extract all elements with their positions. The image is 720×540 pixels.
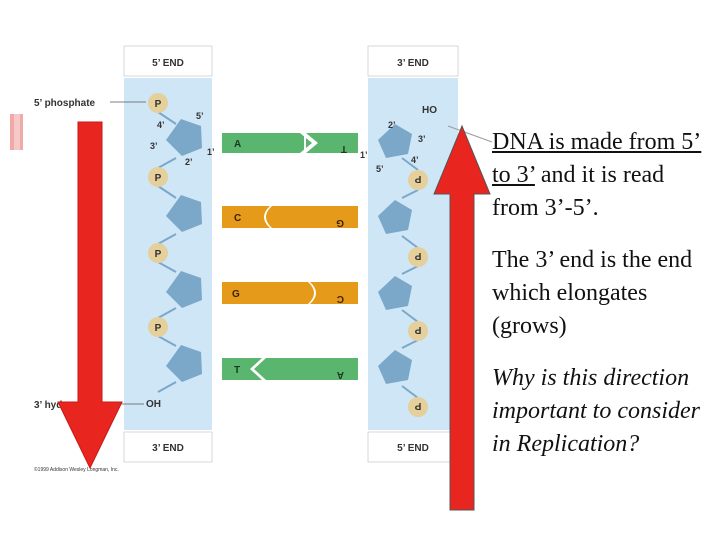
base-pair-1-right-letter: T: [341, 143, 347, 154]
right-backbone: P P P P 2’ 3’ 1’ 4’ 5’: [360, 120, 428, 417]
left-sugar-1: [166, 119, 202, 156]
reading-direction-paragraph: DNA is made from 5’ to 3’ and it is read…: [492, 126, 716, 225]
base-pair-1: A T: [222, 132, 358, 154]
left-phosphate-3-letter: P: [155, 249, 162, 260]
right-phosphate-3-letter: P: [414, 324, 421, 335]
left-backbone: P P P P 5’ 4’ 3’ 2’ 1’: [148, 93, 215, 393]
base-a-right: [254, 358, 358, 380]
base-t-right: [306, 133, 358, 153]
base-c-right: [310, 282, 358, 304]
right-sugar-3: [378, 276, 412, 310]
right-phosphate-4-letter: P: [414, 400, 421, 411]
base-pair-2-right-letter: G: [336, 217, 344, 228]
left-top-end-box: 5’ END: [123, 45, 213, 77]
base-pair-1-left-letter: A: [234, 139, 241, 150]
base-pair-3-left-letter: G: [232, 289, 240, 300]
base-pair-4-left-letter: T: [234, 365, 240, 376]
right-carbon-4-label: 4’: [411, 155, 419, 165]
base-pair-3: G C: [222, 282, 358, 304]
base-pair-2-left-letter: C: [234, 213, 241, 224]
right-top-end-box: 3’ END: [367, 45, 459, 77]
right-bottom-end-label: 5’ END: [397, 443, 429, 454]
down-arrow-5-to-3: [57, 121, 123, 470]
right-phosphate-1-letter: P: [414, 173, 421, 184]
base-pair-2: C G: [222, 206, 358, 228]
left-phosphate-2: [148, 167, 168, 187]
text-block-elongation: The 3’ end is the end which elongates (g…: [492, 244, 716, 343]
reading-direction-phrase: and it is read from 3’-5’.: [492, 162, 665, 221]
right-carbon-5-label: 5’: [376, 164, 384, 174]
left-carbon-4-label: 4’: [157, 120, 165, 130]
base-c-left: [222, 206, 270, 228]
right-sugar-2: [378, 200, 412, 234]
right-phosphate-3: [408, 321, 428, 341]
callout-leader-line: [447, 125, 493, 143]
replication-question: Why is this direction important to consi…: [492, 365, 700, 457]
phosphate-end-label: 5’ phosphate: [34, 98, 96, 109]
synthesis-direction-phrase: DNA is made from 5’ to 3’: [492, 129, 702, 188]
left-carbon-1-label: 1’: [207, 147, 215, 157]
oh-label: OH: [146, 399, 161, 410]
left-edge-red-mark-inner: [14, 114, 20, 150]
right-carbon-3-label: 3’: [418, 134, 426, 144]
left-phosphate-1: [148, 93, 168, 113]
base-g-right: [266, 206, 358, 228]
left-carbon-2-label: 2’: [185, 157, 193, 167]
elongation-paragraph: The 3’ end is the end which elongates (g…: [492, 247, 693, 339]
ho-label: HO: [422, 105, 437, 116]
left-bottom-end-box: 3’ END: [123, 431, 213, 463]
base-t-left: [222, 358, 262, 380]
base-pair-4-right-letter: A: [337, 369, 344, 380]
left-bottom-end-label: 3’ END: [152, 443, 184, 454]
copyright-notice: ©1999 Addison Wesley Longman, Inc.: [34, 466, 119, 473]
base-pair-3-right-letter: C: [337, 293, 344, 304]
up-arrow-3-to-5: [433, 124, 491, 511]
left-phosphate-4-letter: P: [155, 323, 162, 334]
right-phosphate-2: [408, 247, 428, 267]
base-g-left: [222, 282, 314, 304]
right-sugar-1: [378, 124, 412, 158]
right-top-end-label: 3’ END: [397, 58, 429, 69]
left-carbon-3-label: 3’: [150, 141, 158, 151]
left-phosphate-3: [148, 243, 168, 263]
left-sugar-2: [166, 195, 202, 232]
left-top-end-label: 5’ END: [152, 58, 184, 69]
right-carbon-1-label: 1’: [360, 150, 368, 160]
right-sugar-4: [378, 350, 412, 384]
base-pair-4: T A: [222, 358, 358, 380]
text-block-reading-direction: DNA is made from 5’ to 3’ and it is read…: [492, 126, 716, 225]
right-bottom-end-box: 5’ END: [367, 431, 459, 463]
left-phosphate-4: [148, 317, 168, 337]
right-phosphate-1: [408, 170, 428, 190]
right-phosphate-4: [408, 397, 428, 417]
right-carbon-2-label: 2’: [388, 120, 396, 130]
right-phosphate-2-letter: P: [414, 250, 421, 261]
left-phosphate-2-letter: P: [155, 173, 162, 184]
left-phosphate-1-letter: P: [155, 99, 162, 110]
left-carbon-5-label: 5’: [196, 111, 204, 121]
left-sugar-4: [166, 345, 202, 382]
base-a-left: [222, 133, 312, 153]
left-sugar-3: [166, 271, 202, 308]
text-block-question: Why is this direction important to consi…: [492, 362, 716, 461]
